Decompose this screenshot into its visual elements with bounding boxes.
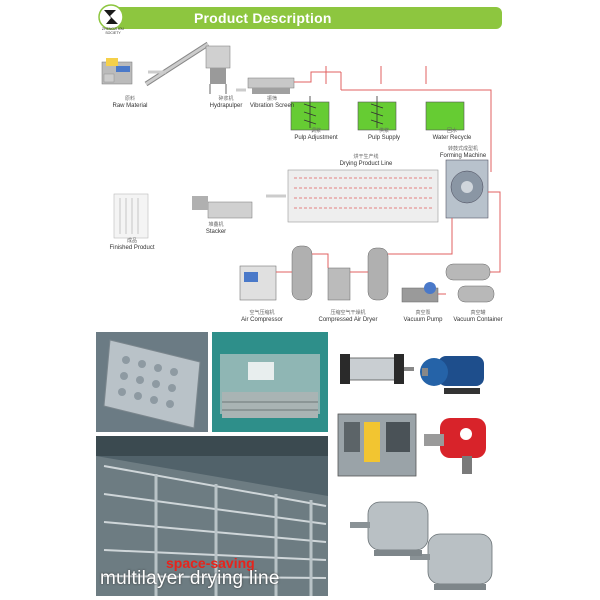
machine-photo-icon	[212, 332, 328, 432]
air-compressor-illustration	[239, 265, 277, 301]
photo-vacuum-pump	[418, 338, 500, 402]
raw-material-illustration	[101, 58, 133, 85]
photo-electric-motors	[334, 488, 504, 596]
stacker-illustration	[192, 196, 253, 219]
photo-forming-machine	[212, 332, 328, 432]
electric-motor-icon	[350, 501, 493, 590]
photo-burner	[422, 404, 504, 480]
caption-space-saving: space-saving	[166, 555, 255, 571]
photo-screw-compressor	[334, 408, 420, 480]
photo-air-cylinder	[336, 340, 416, 400]
forming-machine-illustration	[445, 159, 489, 219]
page-title: Product Description	[194, 10, 332, 26]
header-banner: ZHENGZHOU SOCIETY Product Description	[96, 4, 502, 35]
pulp-adjustment-tank	[290, 96, 330, 131]
company-logo-icon	[98, 4, 124, 30]
water-recycle-tank	[425, 101, 465, 131]
air-dryer-illustration	[327, 267, 351, 301]
caption-multilayer-drying-line: multilayer drying line	[100, 568, 280, 589]
pipe-network-bottom	[276, 191, 501, 295]
water-pump-icon	[420, 356, 484, 394]
drying-rack-icon	[96, 436, 328, 596]
pulp-supply-tank	[357, 96, 397, 131]
photo-forming-mould	[96, 332, 208, 432]
pipe-network-top	[294, 66, 492, 172]
vacuum-pump-illustration	[401, 282, 439, 303]
compressor-icon	[337, 413, 417, 477]
mould-icon	[96, 332, 208, 432]
photo-drying-line	[96, 436, 328, 596]
vibration-screen-illustration	[247, 77, 295, 94]
gas-burner-icon	[424, 418, 486, 474]
conveyor-belt	[144, 41, 210, 87]
air-tank-2	[367, 247, 389, 301]
header-bar	[118, 7, 502, 29]
vacuum-container-illustration	[445, 263, 495, 303]
pneumatic-cylinder-icon	[340, 354, 414, 384]
drying-line-illustration	[287, 169, 439, 223]
hydrapulper-illustration	[205, 45, 231, 94]
air-tank-1	[291, 245, 313, 301]
logo-text: ZHENGZHOU SOCIETY	[101, 27, 125, 35]
process-diagram	[101, 41, 501, 303]
finished-product-illustration	[113, 193, 149, 239]
